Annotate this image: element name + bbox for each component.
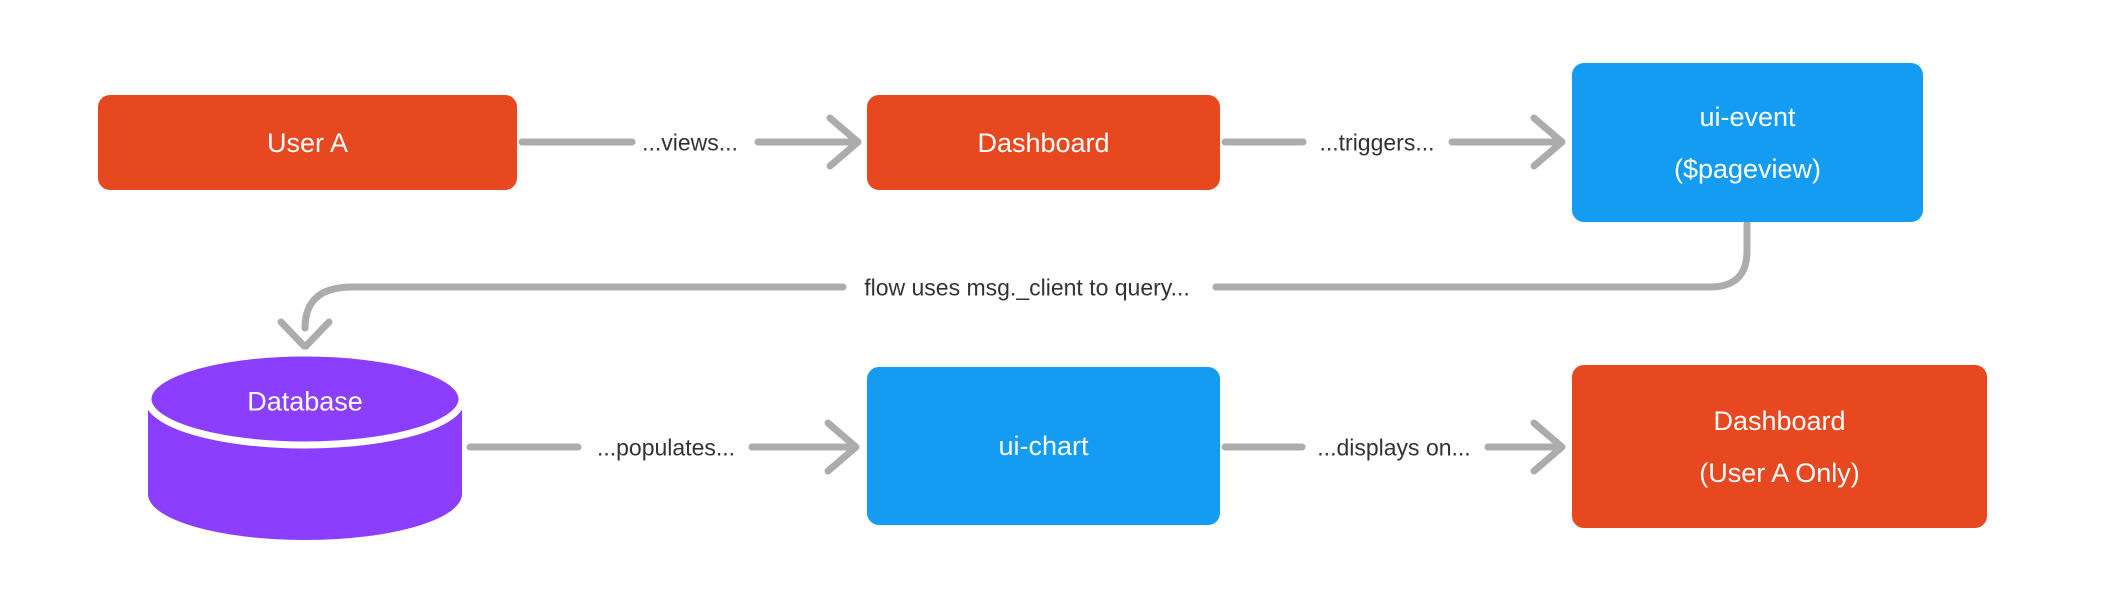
node-dashboard-user-a-label: Dashboard bbox=[1713, 405, 1846, 436]
node-ui-chart[interactable]: ui-chart bbox=[867, 367, 1220, 525]
node-user-a-label: User A bbox=[266, 127, 349, 158]
database-cylinder-body bbox=[148, 399, 462, 540]
database-node[interactable] bbox=[144, 349, 466, 540]
arrow-head-right-icon bbox=[1530, 419, 1566, 475]
database-cylinder-top bbox=[144, 349, 466, 449]
edge-label-populates: ...populates... bbox=[596, 434, 736, 461]
arrow-head-down-icon bbox=[277, 318, 333, 351]
edge-displays bbox=[1221, 419, 1566, 475]
arrow-head-right-icon bbox=[826, 114, 862, 170]
node-ui-event[interactable]: ui-event ($pageview) bbox=[1572, 63, 1923, 222]
node-dashboard-label: Dashboard bbox=[977, 127, 1110, 158]
database-node-label: Database bbox=[247, 386, 363, 417]
edge-query-line-right bbox=[1212, 220, 1751, 291]
arrow-head-right-icon bbox=[1530, 114, 1566, 170]
edge-label-triggers: ...triggers... bbox=[1319, 129, 1435, 156]
edge-query bbox=[277, 220, 1751, 351]
edge-triggers bbox=[1221, 114, 1566, 170]
edge-label-displays: ...displays on... bbox=[1317, 434, 1471, 461]
node-dashboard-user-a[interactable]: Dashboard (User A Only) bbox=[1572, 365, 1987, 528]
edge-label-views: ...views... bbox=[642, 129, 738, 156]
edge-query-line-left bbox=[301, 283, 847, 332]
edge-label-query: flow uses msg._client to query... bbox=[864, 274, 1190, 301]
edge-views bbox=[518, 114, 862, 170]
node-ui-chart-label: ui-chart bbox=[998, 431, 1089, 461]
arrow-head-right-icon bbox=[824, 419, 860, 475]
node-dashboard-user-a-sublabel: (User A Only) bbox=[1699, 457, 1860, 488]
node-ui-event-label: ui-event bbox=[1699, 101, 1796, 132]
node-ui-event-sublabel: ($pageview) bbox=[1673, 153, 1822, 184]
node-dashboard[interactable]: Dashboard bbox=[867, 95, 1220, 190]
edge-populates bbox=[466, 419, 860, 475]
node-user-a[interactable]: User A bbox=[98, 95, 517, 190]
